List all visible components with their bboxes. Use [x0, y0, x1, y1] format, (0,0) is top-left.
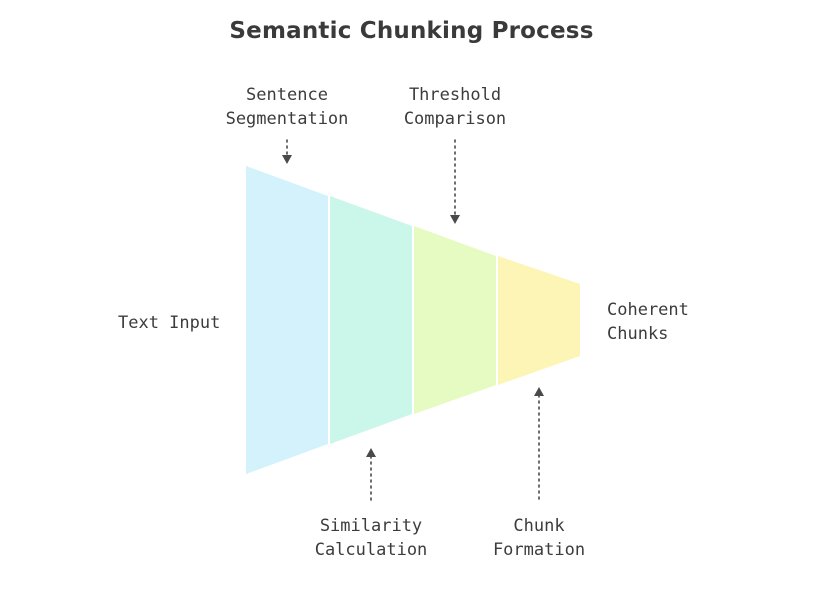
label-text-input: Text Input	[118, 311, 220, 335]
label-threshold-comparison: Threshold Comparison	[375, 83, 535, 131]
label-chunk-formation: Chunk Formation	[459, 514, 619, 562]
funnel-segment-sentence-segmentation	[330, 196, 412, 444]
label-threshold-comparison-line-1: Threshold	[408, 85, 502, 105]
label-similarity-calculation-line-1: Similarity	[319, 516, 423, 536]
label-sentence-segmentation-line-1: Sentence	[246, 85, 328, 105]
label-chunk-formation-line-2: Formation	[492, 540, 586, 560]
arrowhead-chunk-formation	[534, 387, 544, 396]
funnel-segment-threshold-comparison	[498, 256, 580, 385]
label-similarity-calculation: Similarity Calculation	[291, 514, 451, 562]
diagram-title: Semantic Chunking Process	[229, 18, 594, 44]
label-coherent-chunks-line-2: Chunks	[607, 324, 669, 344]
label-text-input-line-1: Text Input	[118, 313, 221, 333]
arrowhead-threshold-comparison	[450, 215, 460, 224]
label-threshold-comparison-line-2: Comparison	[403, 109, 507, 129]
arrowhead-sentence-segmentation	[282, 155, 292, 164]
label-sentence-segmentation-line-2: Segmentation	[225, 109, 349, 129]
funnel-segment-text-input	[246, 166, 328, 474]
label-chunk-formation-line-1: Chunk	[513, 516, 565, 536]
label-similarity-calculation-line-2: Calculation	[314, 540, 428, 560]
funnel-segment-similarity-calculation	[414, 226, 496, 414]
label-sentence-segmentation: Sentence Segmentation	[207, 83, 367, 131]
arrowhead-similarity-calculation	[366, 448, 376, 457]
label-coherent-chunks: Coherent Chunks	[607, 298, 689, 346]
label-coherent-chunks-line-1: Coherent	[607, 300, 689, 320]
